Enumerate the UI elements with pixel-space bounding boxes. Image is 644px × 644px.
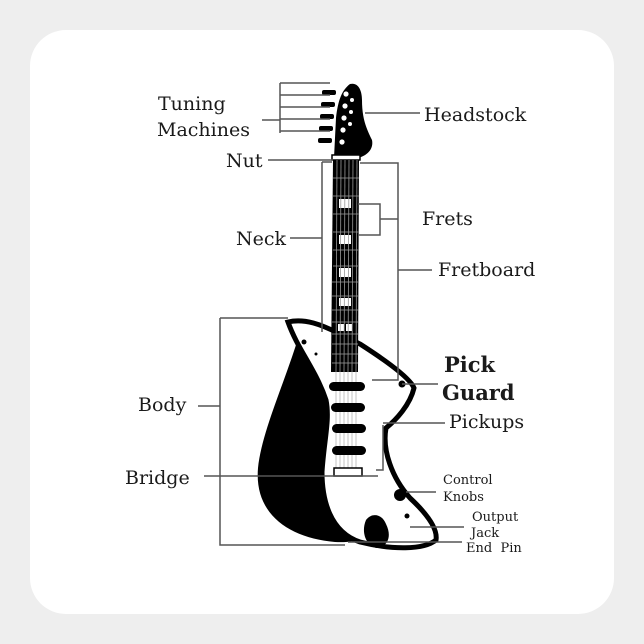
label-frets: Frets <box>422 208 473 230</box>
label-neck: Neck <box>236 228 287 250</box>
label-control-knobs-line1: Control <box>443 473 493 488</box>
label-output-jack-line1: Output <box>472 510 519 525</box>
tuner-buttons <box>318 90 336 143</box>
label-end-pin: End Pin <box>466 541 522 556</box>
strings <box>335 159 358 373</box>
label-bridge: Bridge <box>125 467 190 489</box>
label-pick-guard-line2: Guard <box>442 380 515 405</box>
bridge-shape <box>333 467 363 477</box>
label-tuning-machines-line2: Machines <box>157 119 250 141</box>
control-knob-3 <box>301 339 307 345</box>
label-body: Body <box>138 394 187 416</box>
lower-horn <box>363 515 389 548</box>
label-tuning-machines-line1: Tuning <box>158 93 226 115</box>
label-pick-guard-line1: Pick <box>444 352 496 377</box>
headstock-shape <box>334 83 373 158</box>
label-fretboard: Fretboard <box>438 259 535 281</box>
label-headstock: Headstock <box>424 104 527 126</box>
labels: Tuning Machines Headstock Nut Frets Neck… <box>125 93 535 556</box>
leader-lines <box>198 82 464 546</box>
output-jack <box>404 513 410 519</box>
guitar-illustration <box>257 83 439 551</box>
label-output-jack-line2: Jack <box>469 526 499 541</box>
label-control-knobs-line2: Knobs <box>443 490 484 505</box>
label-nut: Nut <box>226 150 263 172</box>
pickguard-screw <box>314 352 318 356</box>
control-knob-2 <box>394 489 406 501</box>
pickups-shapes <box>329 382 366 455</box>
tuning-pegs <box>339 91 354 145</box>
label-pickups: Pickups <box>449 411 524 433</box>
nut-bar <box>331 154 361 161</box>
